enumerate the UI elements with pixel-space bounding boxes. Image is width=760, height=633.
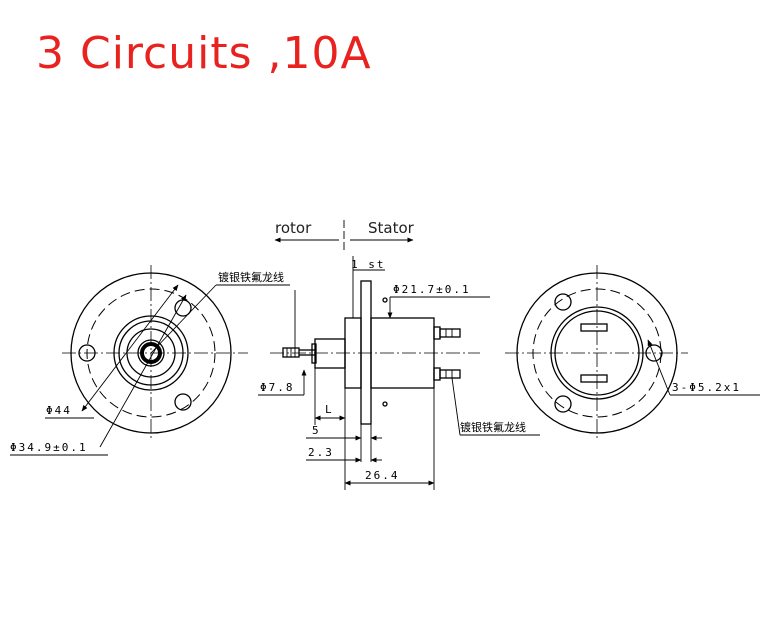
rotor-shaft xyxy=(314,338,346,369)
right-pcd-circle xyxy=(532,288,662,418)
right-rear-view xyxy=(505,265,760,440)
shaft-collar xyxy=(311,343,317,364)
stator-wire-bottom xyxy=(439,369,461,379)
left-flange-outer xyxy=(70,272,232,434)
right-wire-slot-top xyxy=(580,323,608,332)
drawing-title: 3 Circuits ,10A xyxy=(36,28,372,79)
stator-wire-seal-top xyxy=(433,326,441,340)
dim-5-label: 5 xyxy=(312,424,321,437)
holes-leader xyxy=(647,339,671,396)
left-front-view xyxy=(10,265,290,456)
right-mount-hole-1 xyxy=(554,293,572,311)
right-body-inner xyxy=(554,310,640,396)
wire-label-bottom: 镀银铁氟龙线 xyxy=(460,420,526,434)
wire-bottom-leader xyxy=(451,377,461,436)
dia44-label: Φ44 xyxy=(46,404,72,417)
side-view xyxy=(258,220,540,490)
right-mount-hole-2 xyxy=(645,344,663,362)
stator-wire-top xyxy=(439,328,461,338)
dim-264-label: 26.4 xyxy=(365,469,400,482)
left-wire-leader xyxy=(150,284,217,354)
dim-L-label: L xyxy=(325,403,334,416)
stator-wire-seal-bottom xyxy=(433,367,441,381)
dia78-label: Φ7.8 xyxy=(260,381,295,394)
right-wire-slot-bottom xyxy=(580,374,608,383)
right-flange-outer xyxy=(516,272,678,434)
dia44-dimension-line xyxy=(81,284,179,412)
right-body-outer xyxy=(550,306,644,400)
first-label: 1 st xyxy=(351,258,386,271)
rotor-label: rotor xyxy=(275,219,312,237)
dim-23-label: 2.3 xyxy=(308,446,334,459)
flange-hole-top xyxy=(382,297,388,303)
holes-label: 3-Φ5.2x1 xyxy=(672,381,741,394)
dia349-dimension-line xyxy=(99,294,187,448)
wire-label-top: 镀银铁氟龙线 xyxy=(218,270,284,284)
dia349-label: Φ34.9±0.1 xyxy=(10,441,88,454)
stator-flange xyxy=(360,280,372,425)
stator-rear-body xyxy=(370,317,435,389)
stator-label: Stator xyxy=(368,219,415,237)
left-mount-hole-3 xyxy=(174,393,192,411)
right-mount-hole-3 xyxy=(554,395,572,413)
flange-hole-bottom xyxy=(382,401,388,407)
dia217-label: Φ21.7±0.1 xyxy=(393,283,471,296)
